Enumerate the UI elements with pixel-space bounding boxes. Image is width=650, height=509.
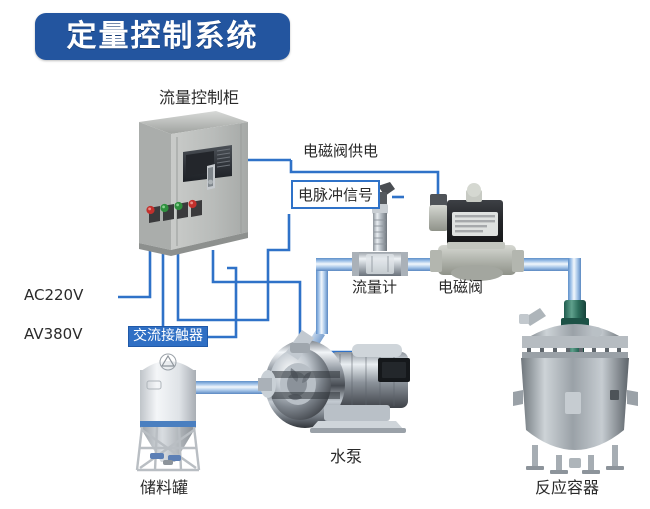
- label-storage-tank: 储料罐: [140, 478, 189, 497]
- label-solenoid-power: 电磁阀供电: [303, 142, 379, 160]
- indicator-green-1[interactable]: [160, 203, 174, 221]
- valve-connector: [429, 194, 448, 231]
- wire-ac220v-run: [118, 248, 152, 299]
- tank-outlet-valves: [150, 453, 181, 465]
- label-reaction-vessel: 反应容器: [535, 478, 600, 497]
- label-solenoid-valve: 电磁阀: [438, 278, 484, 296]
- page-title-badge: 定量控制系统: [35, 13, 290, 60]
- label-av380v: AV380V: [24, 325, 83, 343]
- indicator-green-2[interactable]: [174, 201, 188, 219]
- pipe-valve-to-vessel: [568, 258, 581, 310]
- wire-contactor-right: [196, 266, 238, 339]
- indicator-buttons-row[interactable]: [146, 199, 202, 223]
- vessel-nozzles: [519, 308, 602, 337]
- page-title: 定量控制系统: [66, 18, 259, 54]
- display-panel[interactable]: [183, 145, 232, 182]
- wire-pulse-to-cabinet: [176, 214, 291, 322]
- wire-solenoid-power-b: [289, 160, 440, 196]
- label-pulse-signal: 电脉冲信号: [291, 180, 381, 209]
- label-flowmeter: 流量计: [352, 278, 398, 296]
- label-flow-control-cabinet: 流量控制柜: [159, 88, 240, 107]
- indicator-red-2[interactable]: [188, 199, 202, 217]
- label-ac-contactor: 交流接触器: [128, 326, 208, 347]
- label-ac220v: AC220V: [24, 286, 84, 304]
- indicator-red-1[interactable]: [146, 205, 160, 223]
- label-water-pump: 水泵: [330, 447, 363, 466]
- door-handle[interactable]: [207, 164, 215, 190]
